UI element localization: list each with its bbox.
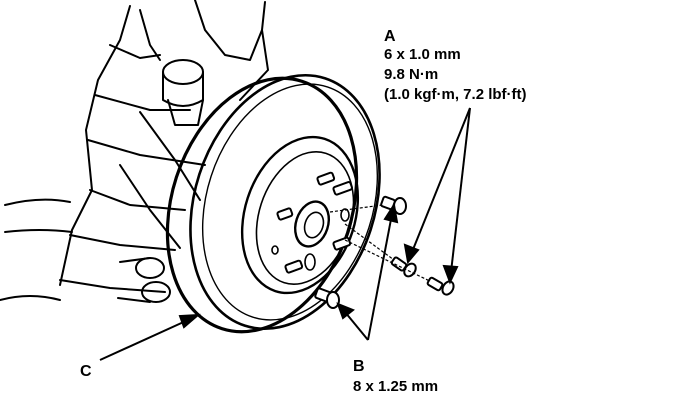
leader-b-2 — [344, 311, 369, 341]
disc-rim-back — [189, 73, 381, 331]
callout-b-letter: B — [353, 358, 365, 375]
leader-a-2 — [450, 107, 471, 273]
suspension-knuckle-outline — [0, 0, 269, 303]
arrow-a-2 — [442, 264, 459, 285]
arrow-b-1 — [383, 202, 399, 224]
callout-a-torque-other: (1.0 kgf·m, 7.2 lbf·ft) — [384, 86, 527, 103]
callout-a-torque-metric: 9.8 N·m — [384, 66, 438, 83]
arrow-b-2 — [336, 302, 355, 320]
leader-b-1 — [367, 213, 393, 341]
disc-rim-inner — [201, 83, 379, 321]
leader-c — [99, 319, 189, 361]
leader-lines — [99, 107, 471, 361]
screw-a-upper — [344, 223, 417, 278]
hub-outer — [294, 200, 330, 248]
brake-disc — [165, 73, 381, 334]
arrow-c — [178, 313, 201, 329]
disc-hat-inner — [255, 150, 355, 286]
callout-a-letter: A — [384, 28, 396, 45]
callout-b-spec: 8 x 1.25 mm — [353, 378, 438, 395]
disc-holes — [271, 208, 350, 271]
bolt-b-lower — [314, 287, 340, 309]
arrow-a-1 — [403, 243, 420, 265]
leader-a-1 — [411, 107, 471, 253]
callout-a-spec: 6 x 1.0 mm — [384, 46, 461, 63]
disc-outer-edge — [165, 76, 359, 334]
disc-hat-outer — [240, 135, 360, 295]
screw-a-lower — [344, 239, 455, 296]
callout-c-letter: C — [80, 363, 92, 380]
hub-bore — [303, 211, 325, 239]
